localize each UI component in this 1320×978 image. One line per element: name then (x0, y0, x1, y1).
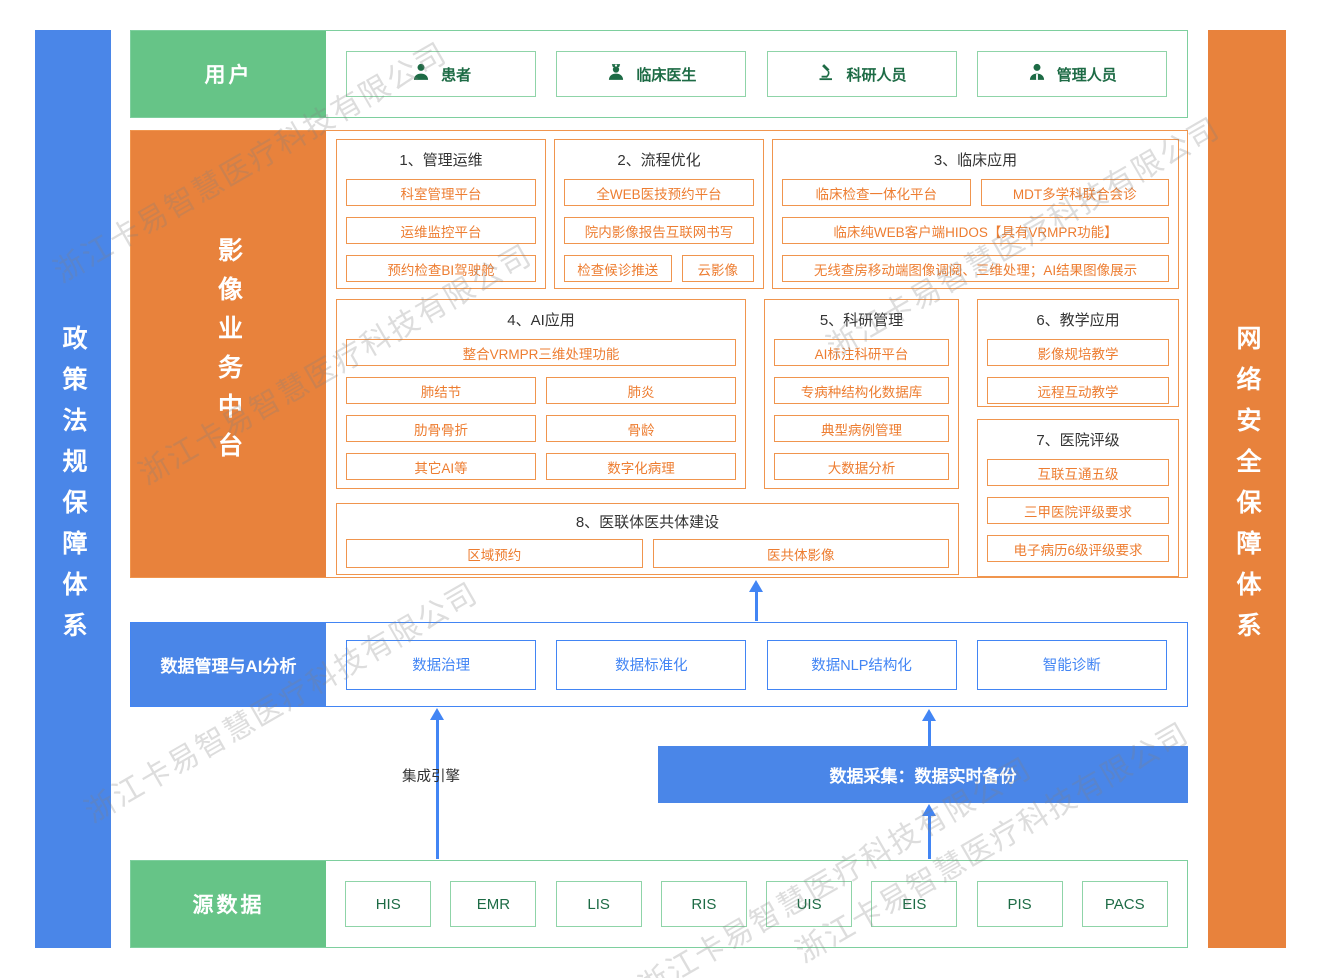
capability-box: MDT多学科联合会诊 (980, 179, 1169, 206)
capability-box: 肺结节 (346, 377, 536, 404)
data-mgmt-box: 数据NLP结构化 (766, 639, 957, 690)
section-ai-application: 4、AI应用 整合VRMPR三维处理功能 肺结节 肺炎 肋骨骨折 骨龄 其它AI… (336, 299, 746, 489)
capability-box: AI标注科研平台 (774, 339, 949, 366)
network-security-sidebar: 网络安全保障体系 (1208, 30, 1286, 948)
user-box-label: 管理人员 (1056, 66, 1117, 84)
section-process-optimization: 2、流程优化 全WEB医技预约平台 院内影像报告互联网书写 检查候诊推送 云影像 (554, 139, 764, 289)
capability-box: 骨龄 (546, 415, 736, 442)
section-title: 6、教学应用 (1036, 312, 1120, 329)
capability-box: 云影像 (681, 255, 754, 282)
microscope-icon (817, 62, 837, 86)
user-box-clinician: 临床医生 (556, 51, 747, 97)
source-data-panel: 源数据 HIS EMR LIS RIS UIS EIS PIS PACS (130, 860, 1188, 948)
user-box-patient: 患者 (346, 51, 537, 97)
imaging-platform-title: 影像业务中台 (214, 237, 243, 471)
data-mgmt-box: 智能诊断 (976, 639, 1167, 690)
capability-box: 科室管理平台 (346, 179, 536, 206)
section-title: 3、临床应用 (933, 152, 1018, 169)
capability-box: 整合VRMPR三维处理功能 (346, 339, 736, 366)
capability-box: 检查候诊推送 (564, 255, 672, 282)
capability-box: 临床检查一体化平台 (782, 179, 971, 206)
source-system-box: EMR (450, 881, 537, 927)
network-security-label: 网络安全保障体系 (1233, 325, 1261, 653)
capability-box: 区域预约 (346, 539, 643, 568)
capability-box: 临床纯WEB客户端HIDOS【具有VRMPR功能】 (782, 217, 1169, 244)
source-system-box: RIS (660, 881, 747, 927)
user-box-researcher: 科研人员 (766, 51, 957, 97)
section-hospital-rating: 7、医院评级 互联互通五级 三甲医院评级要求 电子病历6级评级要求 (977, 419, 1179, 577)
source-data-title: 源数据 (131, 861, 326, 947)
up-arrow-icon (430, 708, 444, 720)
imaging-platform-header: 影像业务中台 (131, 131, 326, 577)
capability-box: 肋骨骨折 (346, 415, 536, 442)
integration-engine-label: 集成引擎 (402, 769, 460, 785)
up-arrow-icon (749, 580, 763, 592)
capability-box: 数字化病理 (546, 453, 736, 480)
data-mgmt-panel: 数据管理与AI分析 数据治理 数据标准化 数据NLP结构化 智能诊断 (130, 622, 1188, 707)
capability-box: 医共体影像 (652, 539, 949, 568)
capability-box: 远程互动教学 (987, 377, 1169, 404)
section-management-ops: 1、管理运维 科室管理平台 运维监控平台 预约检查BI驾驶舱 (336, 139, 546, 289)
data-collection-bar: 数据采集：数据实时备份 (658, 746, 1188, 803)
capability-box: 其它AI等 (346, 453, 536, 480)
source-system-box: PIS (976, 881, 1063, 927)
section-teaching-application: 6、教学应用 影像规培教学 远程互动教学 (977, 299, 1179, 407)
user-box-manager: 管理人员 (976, 51, 1167, 97)
flow-line (755, 591, 758, 621)
flow-line (436, 719, 439, 859)
policy-regulation-label: 政策法规保障体系 (59, 325, 87, 653)
capability-box: 肺炎 (546, 377, 736, 404)
capability-box: 院内影像报告互联网书写 (564, 217, 754, 244)
section-title: 1、管理运维 (399, 152, 483, 169)
imaging-platform-content: 1、管理运维 科室管理平台 运维监控平台 预约检查BI驾驶舱 2、流程优化 全W… (326, 131, 1187, 577)
capability-box: 互联互通五级 (987, 459, 1169, 486)
section-title: 7、医院评级 (1036, 432, 1120, 449)
capability-box: 运维监控平台 (346, 217, 536, 244)
doctor-icon (606, 62, 626, 86)
capability-box: 预约检查BI驾驶舱 (346, 255, 536, 282)
section-title: 2、流程优化 (617, 152, 701, 169)
data-mgmt-items: 数据治理 数据标准化 数据NLP结构化 智能诊断 (326, 623, 1187, 706)
section-title: 8、医联体医共体建设 (575, 514, 720, 531)
source-system-box: HIS (345, 881, 432, 927)
manager-icon (1027, 62, 1047, 86)
data-mgmt-box: 数据标准化 (556, 639, 747, 690)
user-box-label: 科研人员 (846, 66, 907, 84)
source-system-box: LIS (555, 881, 642, 927)
patient-icon (411, 62, 431, 86)
capability-box: 全WEB医技预约平台 (564, 179, 754, 206)
user-box-label: 患者 (441, 66, 472, 84)
users-panel: 用户 患者 临床医生 科研人员 (130, 30, 1188, 118)
capability-box: 无线查房移动端图像调阅、三维处理；AI结果图像展示 (782, 255, 1169, 282)
capability-box: 大数据分析 (774, 453, 949, 480)
users-panel-title: 用户 (131, 31, 326, 117)
imaging-platform-panel: 影像业务中台 1、管理运维 科室管理平台 运维监控平台 预约检查BI驾驶舱 2、… (130, 130, 1188, 578)
section-title: 5、科研管理 (819, 312, 904, 329)
user-box-label: 临床医生 (636, 66, 697, 84)
section-medical-alliance: 8、医联体医共体建设 区域预约 医共体影像 (336, 503, 959, 575)
flow-line (928, 720, 931, 746)
policy-regulation-sidebar: 政策法规保障体系 (35, 30, 111, 948)
source-system-box: EIS (871, 881, 958, 927)
users-items: 患者 临床医生 科研人员 管理人员 (326, 31, 1187, 117)
capability-box: 电子病历6级评级要求 (987, 535, 1169, 562)
source-system-box: UIS (766, 881, 853, 927)
section-title: 4、AI应用 (507, 312, 575, 329)
up-arrow-icon (922, 804, 936, 816)
data-mgmt-title: 数据管理与AI分析 (131, 623, 326, 706)
capability-box: 专病种结构化数据库 (774, 377, 949, 404)
section-clinical-application: 3、临床应用 临床检查一体化平台 MDT多学科联合会诊 临床纯WEB客户端HID… (772, 139, 1179, 289)
source-data-items: HIS EMR LIS RIS UIS EIS PIS PACS (326, 861, 1187, 947)
section-research-management: 5、科研管理 AI标注科研平台 专病种结构化数据库 典型病例管理 大数据分析 (764, 299, 959, 489)
up-arrow-icon (922, 709, 936, 721)
source-system-box: PACS (1081, 881, 1168, 927)
capability-box: 影像规培教学 (987, 339, 1169, 366)
capability-box: 三甲医院评级要求 (987, 497, 1169, 524)
data-mgmt-box: 数据治理 (346, 639, 537, 690)
capability-box: 典型病例管理 (774, 415, 949, 442)
flow-line (928, 815, 931, 859)
